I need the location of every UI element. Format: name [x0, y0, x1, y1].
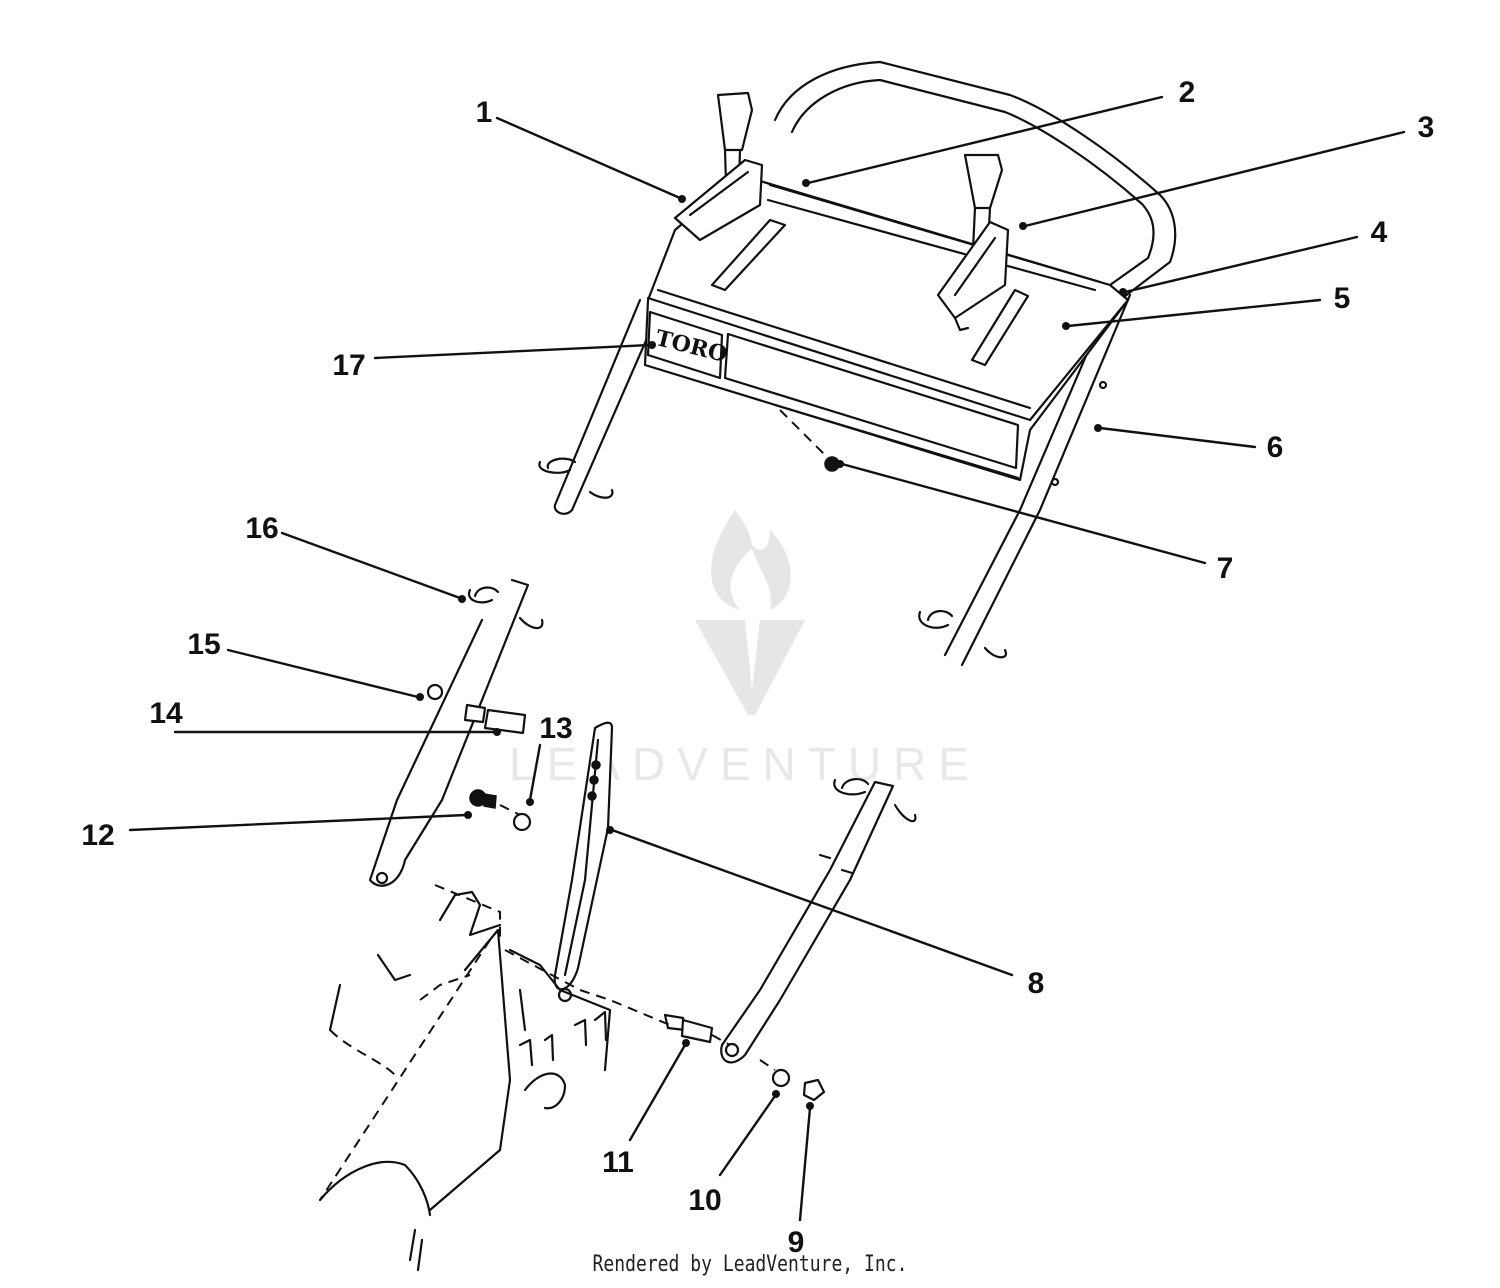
- callout-10: 10: [688, 1184, 721, 1217]
- watermark-v-icon: [695, 620, 805, 715]
- callout-6: 6: [1267, 431, 1284, 464]
- control-panel: TORO: [643, 173, 1130, 482]
- watermark-text: LEADVENTURE: [509, 738, 981, 790]
- callout-3: 3: [1418, 111, 1435, 144]
- callout-11: 11: [602, 1146, 634, 1179]
- watermark: LEADVENTURE: [509, 510, 981, 790]
- callout-7: 7: [1217, 552, 1234, 585]
- lower-left-handle: [368, 578, 544, 887]
- levers: [673, 91, 1010, 332]
- lower-right-handle: [663, 778, 917, 1102]
- callout-15: 15: [187, 628, 220, 661]
- callout-1: 1: [476, 96, 493, 129]
- bracket: [553, 721, 614, 1003]
- callout-13: 13: [539, 712, 572, 745]
- callout-5: 5: [1334, 282, 1351, 315]
- callout-16: 16: [245, 512, 278, 545]
- footer-credit: Rendered by LeadVenture, Inc.: [592, 1252, 908, 1277]
- upper-handle: [538, 60, 1177, 667]
- callout-9: 9: [788, 1226, 805, 1259]
- callout-4: 4: [1371, 216, 1388, 249]
- callout-14: 14: [149, 697, 183, 730]
- deck-fragment: [318, 884, 671, 1272]
- watermark-flame-icon: [711, 510, 791, 610]
- callout-8: 8: [1028, 967, 1045, 1000]
- callout-12: 12: [81, 819, 114, 852]
- callouts: 1 2 3 4 5 6 7 8 9 10 11 12 13 14 15 16 1…: [81, 76, 1434, 1259]
- callout-17: 17: [332, 349, 365, 382]
- callout-2: 2: [1179, 76, 1196, 109]
